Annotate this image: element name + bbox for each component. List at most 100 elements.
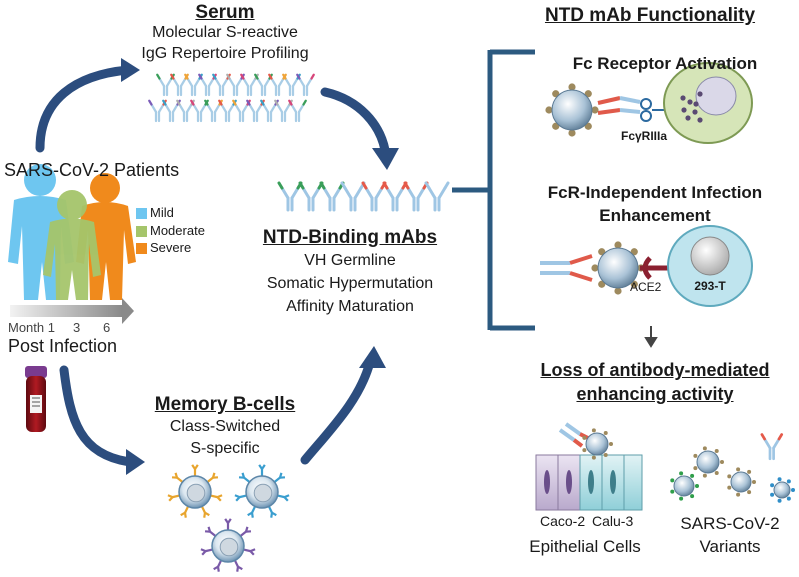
virus-icon [582, 428, 613, 460]
virus-icon [770, 477, 795, 503]
moderate-silhouette [43, 190, 101, 300]
antibody-icon [156, 73, 175, 97]
arrow-heads [121, 58, 399, 475]
calu-label: Calu-3 [592, 513, 634, 529]
cell-293t-label: 293-T [694, 279, 726, 293]
antibody-icon [226, 73, 245, 97]
arrow-serum-to-ntd [320, 87, 390, 155]
loss-title-2: enhancing activity [576, 384, 734, 404]
memory-line-2: S-specific [190, 440, 260, 457]
legend-label-mild: Mild [150, 205, 174, 220]
antibody-icon [268, 73, 287, 97]
blood-tube-icon [25, 366, 47, 432]
virus-icon [693, 446, 724, 478]
arrowhead-serum [121, 58, 140, 82]
variants-label-2: Variants [699, 537, 761, 556]
patients-title: SARS-CoV-2 Patients [4, 160, 180, 180]
antibody-icon [246, 99, 265, 123]
antibody-icon [424, 181, 450, 212]
ace2-receptor [640, 256, 668, 280]
antibody-icon [296, 73, 315, 97]
fcr-independent-illustration [540, 225, 753, 307]
fcr-title-1: FcR-Independent Infection [547, 183, 763, 202]
down-arrow-icon [644, 326, 658, 348]
arrow-patients-to-memory [59, 365, 135, 467]
antibody-icon [162, 99, 181, 123]
epithelial-cells [535, 422, 643, 511]
timeline-arrow [10, 298, 134, 324]
antibody-icon [288, 99, 307, 123]
virus-icon [545, 83, 599, 137]
ace2-label: ACE2 [630, 280, 662, 294]
ntd-line-3: Affinity Maturation [286, 298, 414, 315]
memory-b-cells [167, 464, 290, 572]
serum-title: Serum [195, 2, 255, 23]
antibody-icon [274, 99, 293, 123]
antibody-icon [760, 433, 784, 461]
fcr-title-2: Enhancement [599, 206, 711, 225]
antibody-icon [190, 99, 209, 123]
variants-label-1: SARS-CoV-2 [680, 514, 780, 533]
memory-title: Memory B-cells [154, 394, 296, 415]
antibody-icon [340, 181, 366, 212]
ntd-mab-row [277, 181, 450, 212]
ntd-title: NTD-Binding mAbs [262, 227, 438, 248]
antibody-icon [277, 181, 303, 212]
antibody-icon [148, 99, 167, 123]
fc-receptor-label: FcγRIIIa [621, 129, 668, 143]
antibody-icon [218, 99, 237, 123]
virus-icon [670, 471, 699, 501]
ntd-line-1: VH Germline [304, 252, 396, 269]
arrowhead-ntd-bottom [359, 346, 386, 368]
serum-line-2: IgG Repertoire Profiling [141, 45, 309, 62]
timeline-tick-3: 3 [73, 320, 81, 335]
fc-antibody [597, 96, 641, 115]
variant-viruses [670, 433, 795, 503]
antibody-icon [298, 181, 324, 212]
legend-swatch-mild [136, 208, 147, 219]
legend-swatch-moderate [136, 226, 147, 237]
legend-label-severe: Severe [150, 240, 192, 255]
antibody-icon [319, 181, 345, 212]
antibody-icon [282, 73, 301, 97]
epithelial-label: Epithelial Cells [529, 537, 641, 556]
fc-receptor-illustration [545, 62, 753, 144]
antibody-icon [184, 73, 203, 97]
epithelial-antibody [558, 422, 589, 448]
b-cell-icon [167, 464, 223, 518]
antibody-icon [170, 73, 189, 97]
flow-arrows [35, 65, 390, 467]
loss-title-1: Loss of antibody-mediated [540, 360, 770, 380]
antibody-icon [232, 99, 251, 123]
antibody-icon [198, 73, 217, 97]
memory-line-1: Class-Switched [169, 418, 281, 435]
arrowhead-memory [126, 449, 145, 475]
fcr-antibody [540, 254, 593, 282]
b-cell-icon [200, 518, 256, 572]
antibody-icon [204, 99, 223, 123]
arrowhead-ntd-top [372, 148, 399, 170]
serum-antibodies [148, 73, 315, 123]
patient-silhouettes [8, 164, 136, 300]
b-cell-icon [234, 464, 290, 518]
antibody-icon [240, 73, 259, 97]
legend-label-moderate: Moderate [150, 223, 205, 238]
functionality-bracket [452, 49, 535, 331]
antibody-icon [403, 181, 429, 212]
timeline-label: Month 1 [8, 320, 55, 335]
legend-swatch-severe [136, 243, 147, 254]
caco-label: Caco-2 [540, 513, 586, 529]
arrow-patients-to-serum [35, 65, 133, 153]
virus-icon [727, 467, 756, 497]
serum-line-1: Molecular S-reactive [152, 24, 298, 41]
antibody-icon [260, 99, 279, 123]
antibody-icon [176, 99, 195, 123]
arrow-memory-to-ntd [300, 357, 375, 465]
fc-activation-title: Fc Receptor Activation [572, 54, 758, 73]
timeline-tick-6: 6 [103, 320, 111, 335]
ntd-line-2: Somatic Hypermutation [266, 275, 434, 292]
antibody-icon [254, 73, 273, 97]
antibody-icon [382, 181, 408, 212]
antibody-icon [212, 73, 231, 97]
